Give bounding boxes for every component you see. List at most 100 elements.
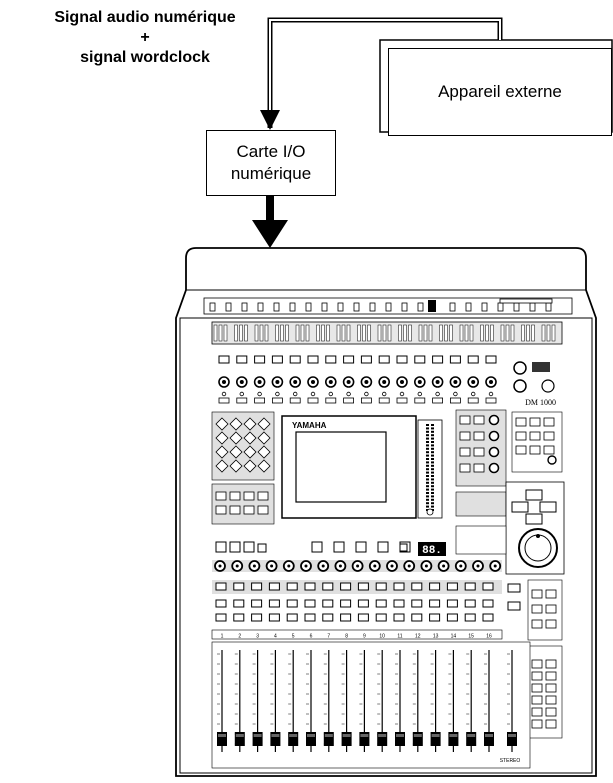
pad-led (489, 392, 493, 396)
channel-select-key (344, 356, 354, 363)
meter-led (296, 325, 299, 341)
input-jack (466, 303, 471, 311)
monitor-key (544, 418, 554, 426)
fader-cap-line (432, 734, 440, 737)
channel-select-key (433, 356, 443, 363)
scene-key (216, 542, 226, 552)
monitor-level-knob (548, 456, 556, 464)
gain-knob-cap (275, 380, 279, 384)
meter-led (306, 325, 309, 341)
channel-sel-key (252, 600, 262, 607)
eq-knob (490, 448, 499, 457)
meter-led-right (431, 444, 434, 446)
scene-key (334, 542, 344, 552)
fader-cap-line (236, 734, 244, 737)
channel-number: 7 (327, 634, 330, 640)
meter-led-left (426, 482, 429, 484)
meter-led-right (431, 455, 434, 457)
layer-key (532, 605, 542, 613)
meter-led (424, 325, 427, 341)
user-defined-key (546, 672, 556, 680)
meter-led (460, 325, 463, 341)
meter-led (465, 325, 468, 341)
encoder-knob-cap (219, 565, 222, 568)
meter-led (404, 325, 407, 341)
channel-select-key (468, 356, 478, 363)
encoder-knob-cap (425, 565, 428, 568)
channel-number: 8 (345, 634, 348, 640)
gain-knob-cap (382, 380, 386, 384)
channel-auto-key (323, 583, 333, 590)
pad-led (436, 392, 440, 396)
channel-solo-key (430, 614, 440, 621)
meter-led (317, 325, 320, 341)
input-jack (450, 303, 455, 311)
meter-led-left (426, 438, 429, 440)
meter-led (552, 325, 555, 341)
pad-led (222, 392, 226, 396)
meter-led (235, 325, 238, 341)
layer-key (532, 620, 542, 628)
pad-led (276, 392, 280, 396)
fader-cap-line (271, 734, 279, 737)
scene-key (378, 542, 388, 552)
meter-led-right (431, 427, 434, 429)
meter-led-left (426, 472, 429, 474)
lcd-screen (296, 432, 386, 502)
meter-led-right (431, 451, 434, 453)
channel-sel-key (234, 600, 244, 607)
channel-auto-key (447, 583, 457, 590)
user-defined-key (546, 684, 556, 692)
input-jack (322, 303, 327, 311)
input-jack (514, 303, 519, 311)
channel-sel-key (412, 600, 422, 607)
pad-led (400, 392, 404, 396)
encoder-knob-cap (253, 565, 256, 568)
meter-led (281, 325, 284, 341)
monitor-key (544, 432, 554, 440)
meter-led-right (431, 461, 434, 463)
layer-key (546, 605, 556, 613)
meter-led (358, 325, 361, 341)
cursor-up-key (526, 490, 542, 500)
data-wheel-inner (525, 535, 551, 561)
meter-led-right (431, 441, 434, 443)
channel-sel-key (216, 600, 226, 607)
fader-mode-key (230, 506, 240, 514)
gain-knob-cap (418, 380, 422, 384)
monitor-key (530, 446, 540, 454)
meter-led-left (426, 461, 429, 463)
encoder-knob-cap (373, 565, 376, 568)
pad-led (258, 392, 262, 396)
channel-meter-strip (212, 322, 562, 344)
meter-led-left (426, 489, 429, 491)
fader-cap-line (467, 734, 475, 737)
channel-solo-key (447, 614, 457, 621)
meter-led (429, 325, 432, 341)
meter-led-right (431, 431, 434, 433)
cursor-down-key (526, 514, 542, 524)
phantom-key (468, 398, 478, 403)
meter-led (491, 325, 494, 341)
brand-logo: YAMAHA (292, 421, 327, 430)
phantom-key (344, 398, 354, 403)
pad-led (240, 392, 244, 396)
phantom-key (237, 398, 247, 403)
channel-sel-key (269, 600, 279, 607)
meter-led-right (431, 478, 434, 480)
channel-sel-key (465, 600, 475, 607)
meter-led (445, 325, 448, 341)
meter-led (286, 325, 289, 341)
meter-led (219, 325, 222, 341)
gain-knob-cap (453, 380, 457, 384)
channel-auto-key (287, 583, 297, 590)
meter-led (388, 325, 391, 341)
meter-led-left (426, 444, 429, 446)
channel-auto-key (412, 583, 422, 590)
fader-cap-line (414, 734, 422, 737)
meter-led (378, 325, 381, 341)
selected-channel-key (474, 448, 484, 456)
encoder-knob-cap (408, 565, 411, 568)
meter-led (511, 325, 514, 341)
channel-number: 11 (397, 634, 402, 640)
